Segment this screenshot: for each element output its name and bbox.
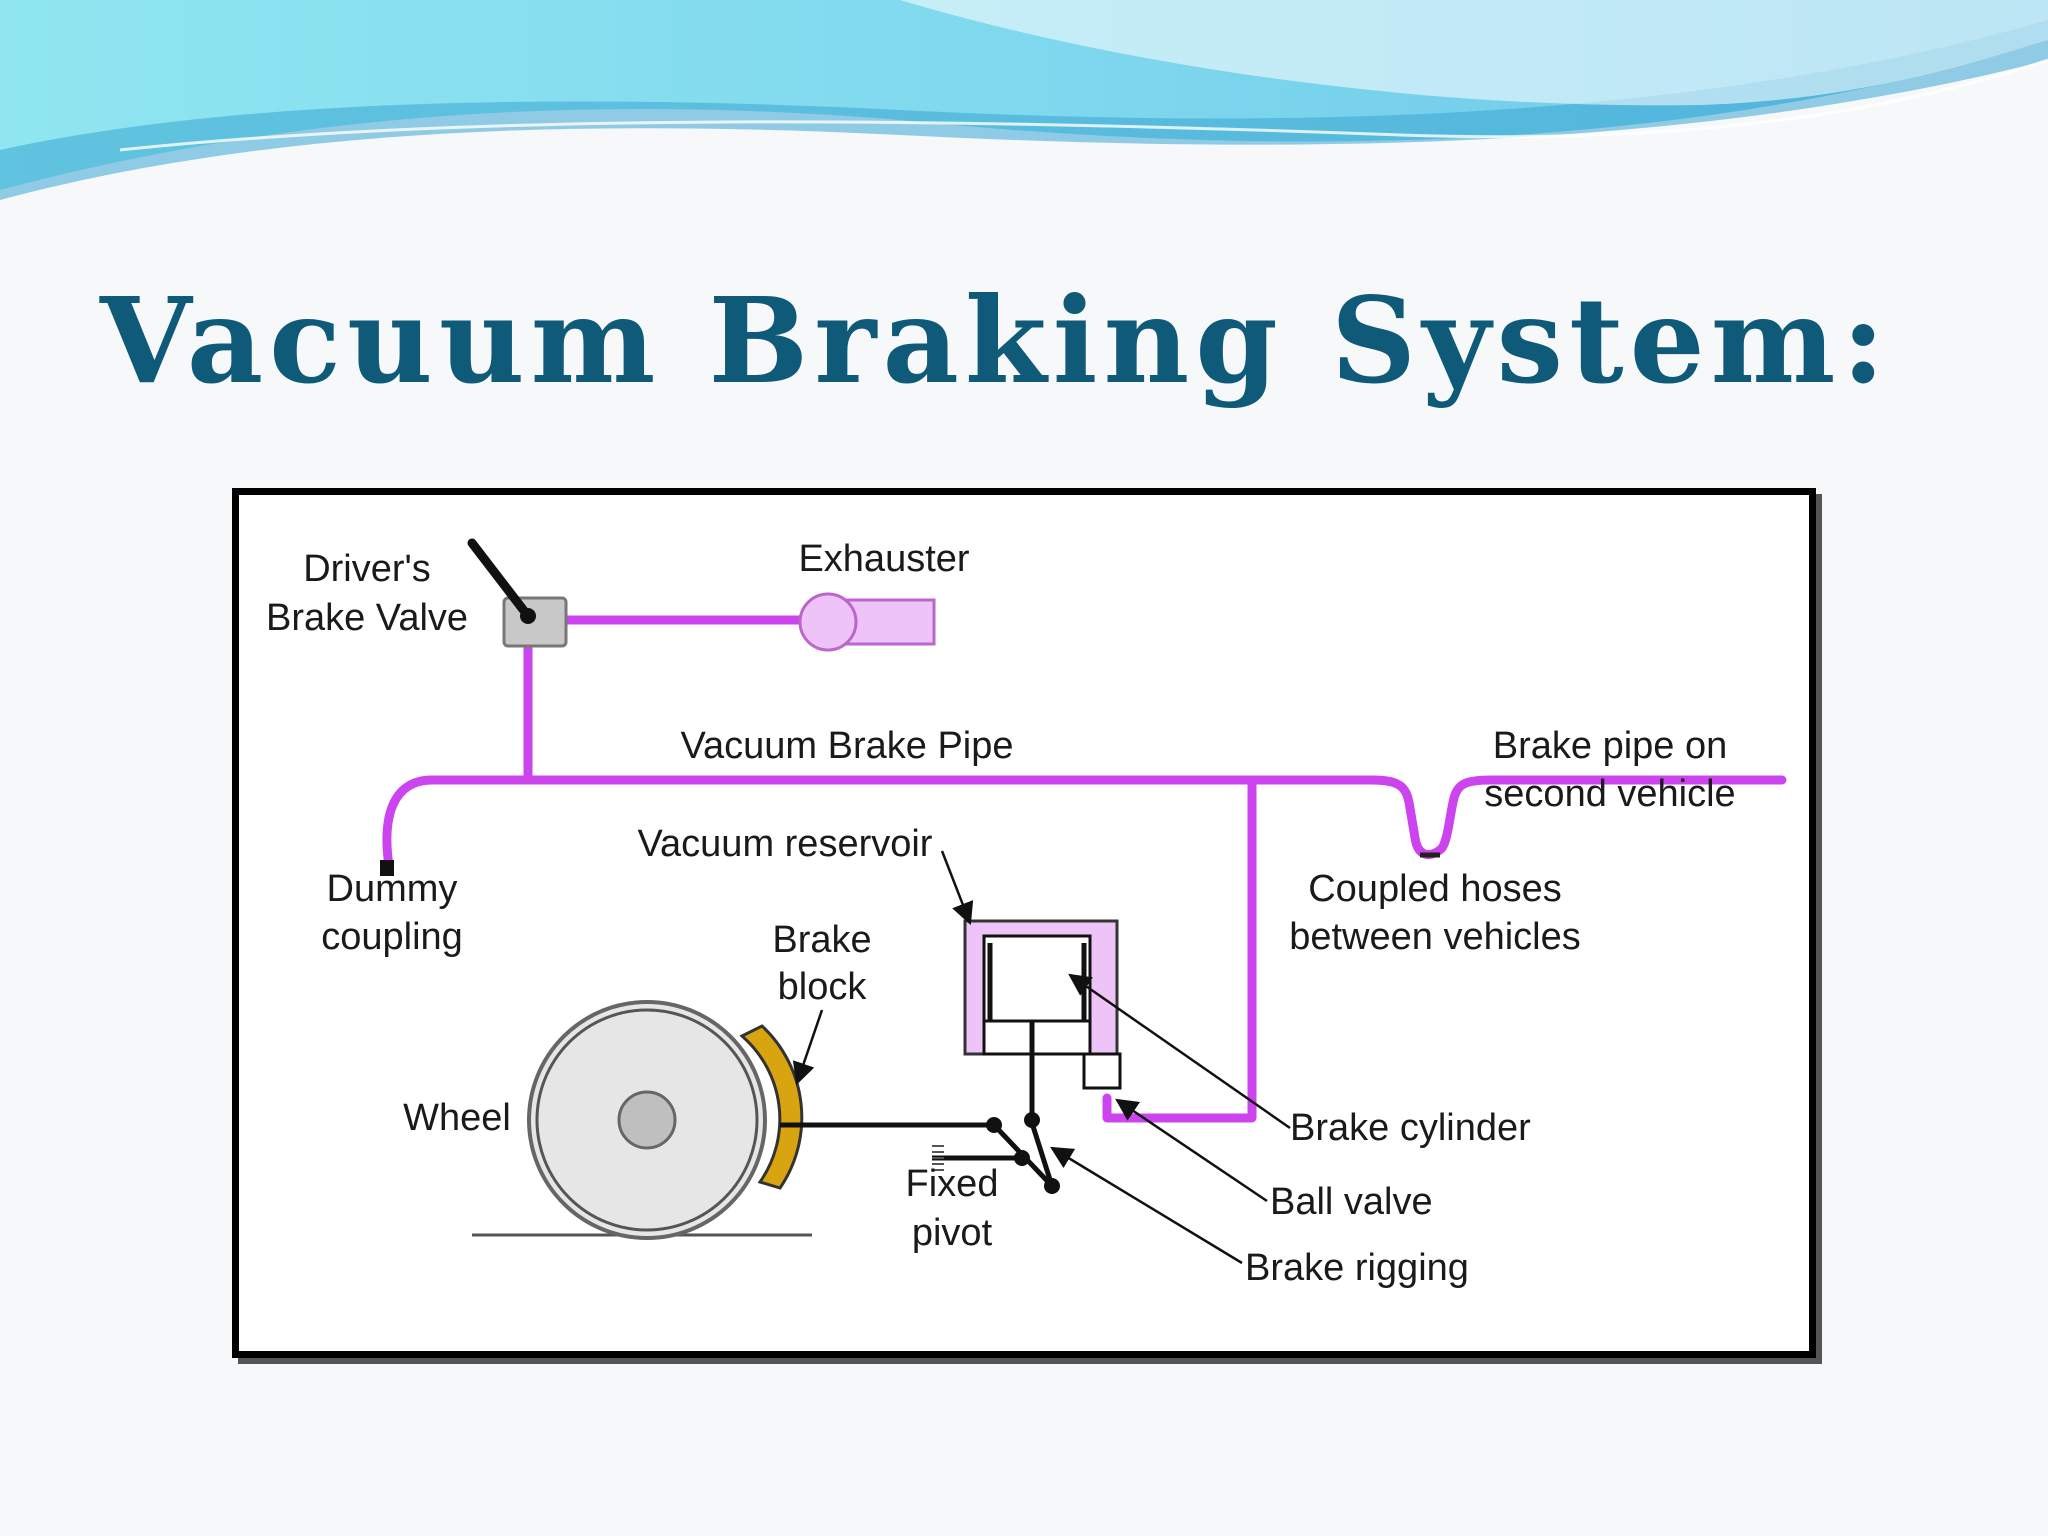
diagram-frame: Driver's Brake Valve Exhauster Vacuum Br… [232, 488, 1816, 1358]
cylinder-branch-pipe [1102, 775, 1257, 1123]
brake-block-leader [792, 1009, 824, 1086]
reservoir-leader [940, 850, 974, 926]
ball-valve [1082, 1052, 1122, 1090]
label-coupled-1: Coupled hoses [1308, 868, 1562, 910]
label-vacuum-reservoir: Vacuum reservoir [638, 823, 933, 865]
rigging-joints [986, 1112, 1060, 1194]
label-drivers-valve-2: Brake Valve [266, 597, 468, 639]
brake-block [739, 1024, 804, 1190]
ball-valve-leader [1115, 1098, 1268, 1203]
label-fixed-pivot-2: pivot [912, 1212, 993, 1254]
slide-title: Vacuum Braking System: [100, 271, 1892, 410]
wave-banner [0, 0, 2048, 200]
label-drivers-valve-1: Driver's [303, 548, 431, 590]
banner-wave-front [0, 20, 2048, 200]
banner-white-swoosh [900, 0, 2048, 106]
label-dummy-2: coupling [321, 916, 463, 958]
label-brake-pipe-2: second vehicle [1484, 773, 1735, 815]
brake-rigging-leader [1050, 1146, 1243, 1265]
label-wheel: Wheel [403, 1097, 511, 1139]
label-brake-cylinder: Brake cylinder [1290, 1107, 1531, 1149]
banner-highlight [119, 58, 2048, 152]
fixed-pivot-anchor [932, 1145, 944, 1171]
vacuum-brake-pipe [382, 775, 1787, 871]
label-vacuum-brake-pipe: Vacuum Brake Pipe [680, 725, 1013, 767]
brake-cylinder-leader [1068, 973, 1291, 1130]
label-brake-rigging: Brake rigging [1245, 1247, 1469, 1289]
brake-valve-handle [467, 538, 533, 621]
brake-cylinder [982, 934, 1092, 1056]
brake-diagram: Driver's Brake Valve Exhauster Vacuum Br… [266, 538, 1787, 1289]
drivers-brake-valve [502, 596, 568, 648]
wheel-hub [617, 1090, 677, 1150]
exhauster-motor [798, 592, 858, 652]
label-fixed-pivot-1: Fixed [906, 1163, 999, 1205]
label-brake-block-2: block [778, 966, 868, 1008]
label-brake-block-1: Brake [772, 919, 871, 961]
label-ball-valve: Ball valve [1270, 1181, 1433, 1223]
brake-valve-pivot [520, 608, 536, 624]
dummy-coupling [380, 860, 394, 876]
wheel-rim [535, 1008, 759, 1232]
label-coupled-2: between vehicles [1289, 916, 1581, 958]
label-exhauster: Exhauster [798, 538, 969, 580]
label-brake-pipe-1: Brake pipe on [1493, 725, 1728, 767]
label-dummy-1: Dummy [327, 868, 458, 910]
